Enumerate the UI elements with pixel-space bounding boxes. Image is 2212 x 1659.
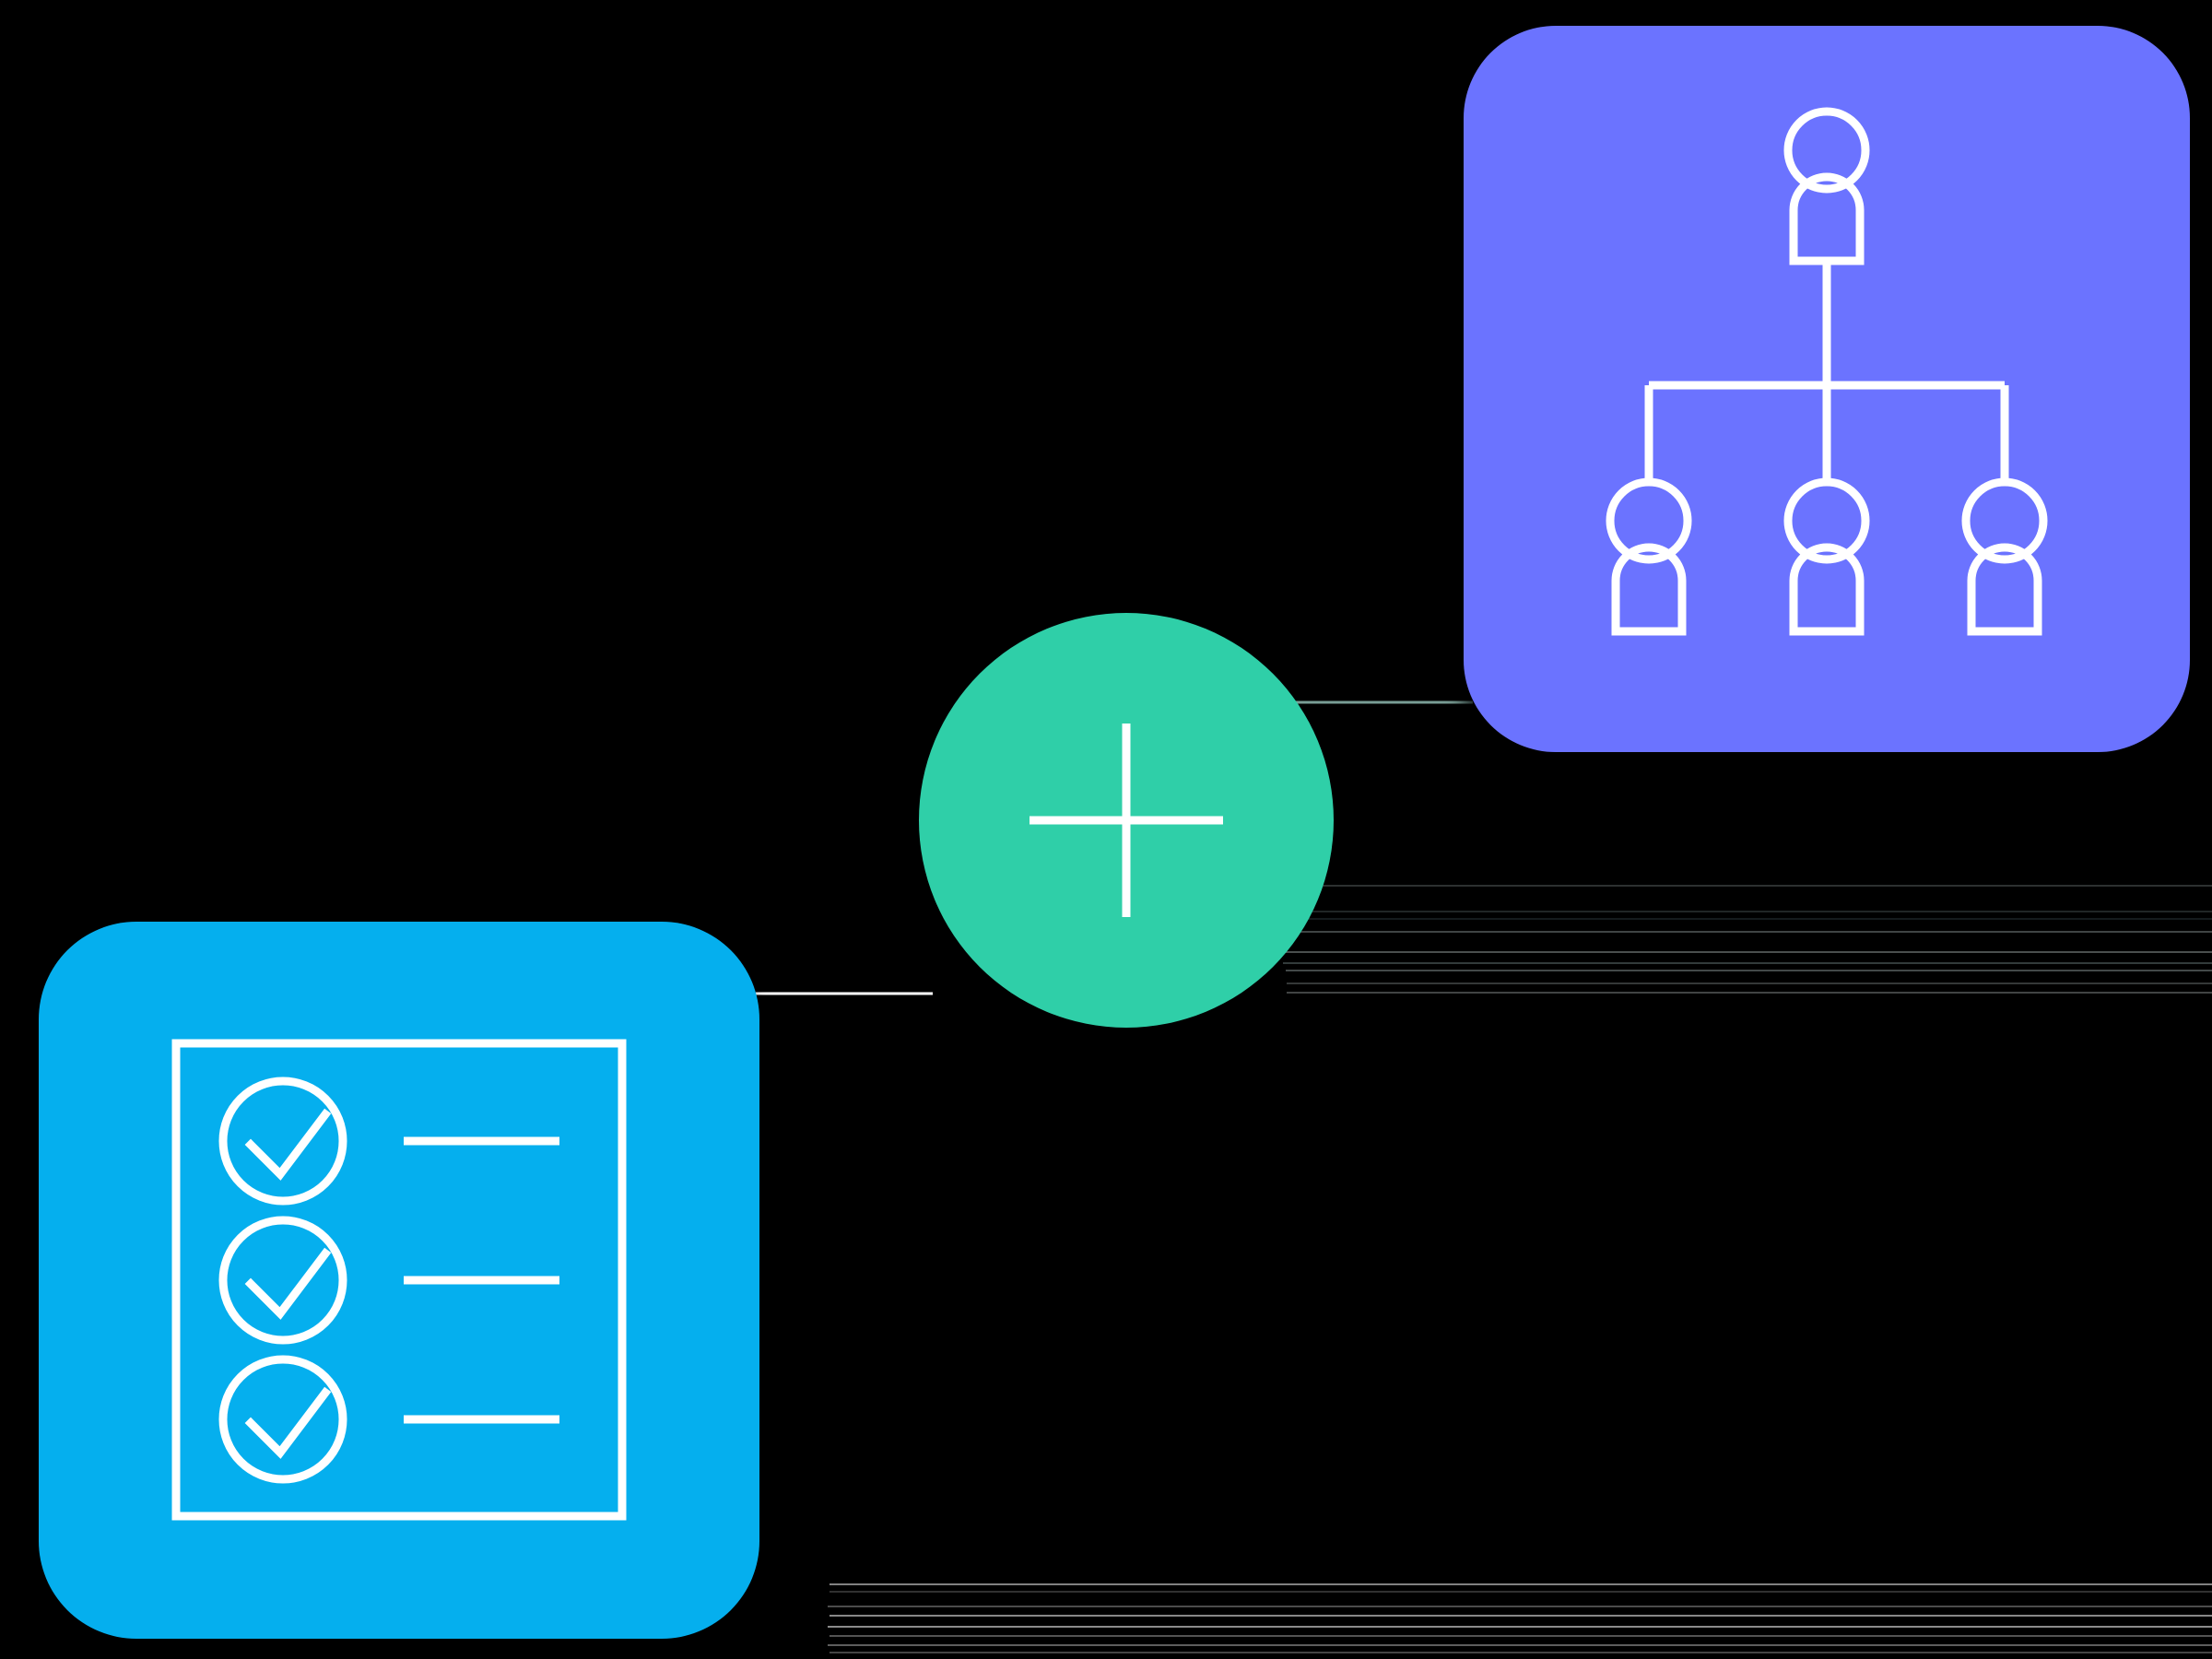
org-child-3-body xyxy=(1967,543,2042,636)
org-child-1-body xyxy=(1611,543,1687,636)
org-child-2-head xyxy=(1783,477,1870,564)
scanline xyxy=(828,1606,2212,1607)
scanline xyxy=(1286,911,2212,912)
org-child-1-head xyxy=(1606,477,1692,564)
scanline xyxy=(830,1583,2212,1585)
scanline xyxy=(1283,962,2212,964)
scanline xyxy=(830,1652,2212,1653)
scanline xyxy=(830,1591,2212,1593)
add-node-button[interactable]: Add xyxy=(919,613,1334,1028)
checklist-frame xyxy=(171,1039,627,1521)
checklist-check-circle-1 xyxy=(218,1077,347,1206)
scanline xyxy=(1283,931,2212,933)
scanline xyxy=(1290,885,2212,887)
scanline xyxy=(1286,970,2212,971)
scanline xyxy=(828,1644,2212,1646)
checklist-check-mark-3 xyxy=(244,1386,332,1459)
org-chart-icon xyxy=(1606,107,2048,636)
scanline xyxy=(1287,982,2212,984)
scanline xyxy=(1287,992,2212,994)
scanline xyxy=(830,1615,2212,1617)
org-chart-node[interactable]: Org chart xyxy=(1464,26,2190,752)
org-root-body xyxy=(1789,172,1865,265)
checklist-check-mark-1 xyxy=(244,1108,332,1181)
checklist-check-circle-2 xyxy=(218,1216,347,1345)
plus-icon-horizontal-bar xyxy=(1030,816,1223,825)
scanline xyxy=(1290,918,2212,920)
plus-icon xyxy=(1030,724,1223,917)
checklist-check-circle-3 xyxy=(218,1355,347,1484)
org-root-head xyxy=(1783,107,1870,194)
scanline xyxy=(828,1626,2212,1628)
checklist-check-mark-2 xyxy=(244,1247,332,1320)
org-child-2-body xyxy=(1789,543,1865,636)
org-child-3-head xyxy=(1961,477,2048,564)
scanline xyxy=(1286,951,2212,953)
checklist-node[interactable]: Checklist xyxy=(39,922,759,1639)
scanline xyxy=(830,1635,2212,1637)
checklist-icon xyxy=(171,1039,627,1521)
